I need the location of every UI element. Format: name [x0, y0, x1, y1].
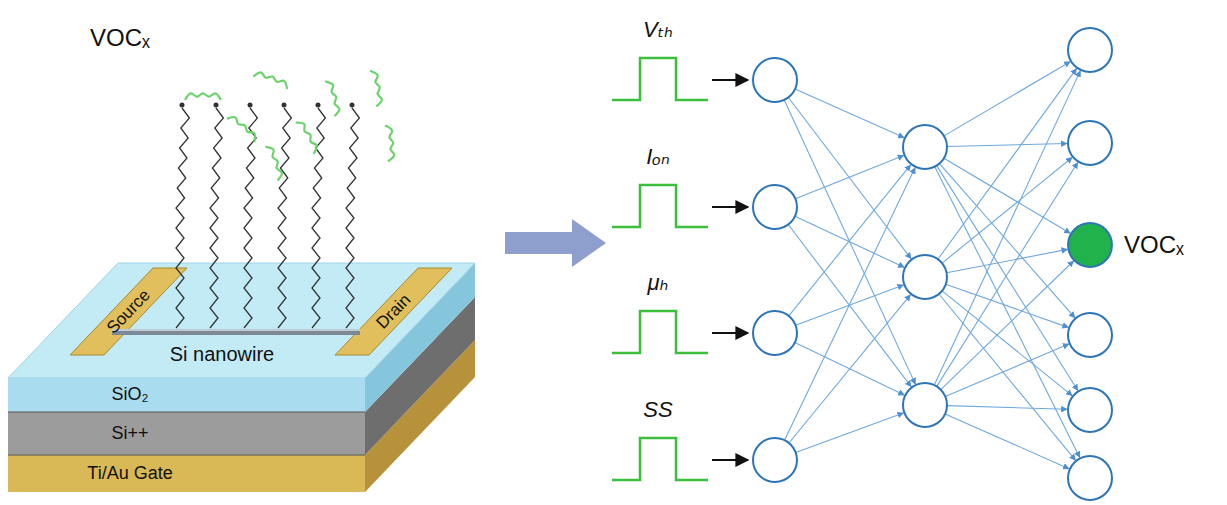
neuron	[903, 125, 947, 169]
network-link	[789, 165, 911, 316]
voc-molecules	[185, 70, 395, 181]
voc-molecule	[325, 80, 341, 116]
neuron	[903, 255, 947, 299]
network-link	[945, 344, 1069, 396]
network-link	[940, 164, 1075, 318]
molecule-chain	[346, 108, 359, 328]
network-link	[939, 294, 1075, 460]
layer-label: SiO₂	[112, 385, 149, 405]
network-link	[788, 225, 911, 387]
input-pulse	[612, 185, 708, 227]
voc-molecule	[370, 70, 383, 107]
network-link	[784, 100, 915, 384]
layer-line	[8, 455, 365, 456]
chain-end	[316, 103, 321, 108]
network-link	[795, 89, 904, 138]
voc-molecule	[227, 114, 259, 142]
nanowire	[112, 329, 360, 335]
drain-pad	[335, 268, 452, 355]
input-arrow	[712, 206, 748, 208]
chain-end	[282, 103, 287, 108]
network-link	[944, 62, 1070, 136]
neuron	[1068, 313, 1112, 357]
input-pulse	[612, 58, 708, 100]
input-parameter: Iₒₙ	[646, 145, 670, 169]
input-arrow	[712, 79, 748, 81]
molecule-chains	[176, 103, 359, 329]
network-link	[945, 414, 1069, 469]
network-link	[785, 168, 916, 440]
network-link	[938, 69, 1077, 260]
flow-arrow	[505, 219, 606, 267]
neuron	[1068, 456, 1112, 500]
voc-molecule	[185, 93, 221, 100]
layer-label: Si nanowire	[170, 343, 275, 365]
input-parameter: SS	[643, 398, 672, 422]
active-output-neuron	[1068, 223, 1112, 267]
nanowire-highlight	[112, 329, 360, 331]
network-link	[947, 144, 1067, 147]
input-pulse	[612, 438, 708, 480]
molecule-label: VOCₓ	[90, 25, 150, 51]
output-label: VOCₓ	[1124, 232, 1184, 258]
network-link	[942, 291, 1072, 396]
neuron	[1068, 121, 1112, 165]
input-parameter: Vₜₕ	[643, 18, 673, 42]
molecule-chain	[176, 108, 189, 328]
voc-molecule	[265, 144, 284, 180]
network-link	[788, 98, 911, 259]
source-pad	[70, 268, 187, 355]
input-parameter: μₕ	[648, 271, 669, 295]
neuron	[903, 383, 947, 427]
voc-molecule	[296, 119, 320, 154]
voc-molecule	[253, 70, 289, 89]
network-link	[934, 71, 1080, 385]
oxide-front	[8, 378, 365, 412]
layer-label: Si++	[111, 424, 148, 444]
neuron	[1068, 388, 1112, 432]
molecule-chain	[278, 108, 291, 328]
network-link	[942, 158, 1072, 264]
chain-end	[214, 103, 219, 108]
input-arrow	[712, 332, 748, 334]
molecule-chain	[312, 108, 325, 328]
input-pulse	[612, 311, 708, 353]
molecule-chain	[210, 108, 223, 328]
gate-front	[8, 455, 365, 492]
neuron	[753, 185, 797, 229]
neuron	[753, 438, 797, 482]
neuron	[753, 58, 797, 102]
neuron	[753, 311, 797, 355]
network-link	[795, 156, 903, 199]
network-link	[796, 413, 904, 453]
network-link	[947, 249, 1068, 272]
network-link	[789, 295, 910, 443]
chain-end	[350, 103, 355, 108]
oxide-top	[8, 263, 475, 378]
network-link	[937, 162, 1078, 386]
chain-end	[248, 103, 253, 108]
neuron	[1068, 28, 1112, 72]
chain-end	[180, 103, 185, 108]
layer-label: Ti/Au Gate	[87, 464, 172, 484]
input-arrow	[712, 459, 748, 461]
voc-molecule	[385, 125, 395, 161]
layer-line	[8, 412, 365, 413]
network-link	[947, 406, 1067, 410]
si-front	[8, 412, 365, 455]
network-link	[937, 166, 1078, 391]
